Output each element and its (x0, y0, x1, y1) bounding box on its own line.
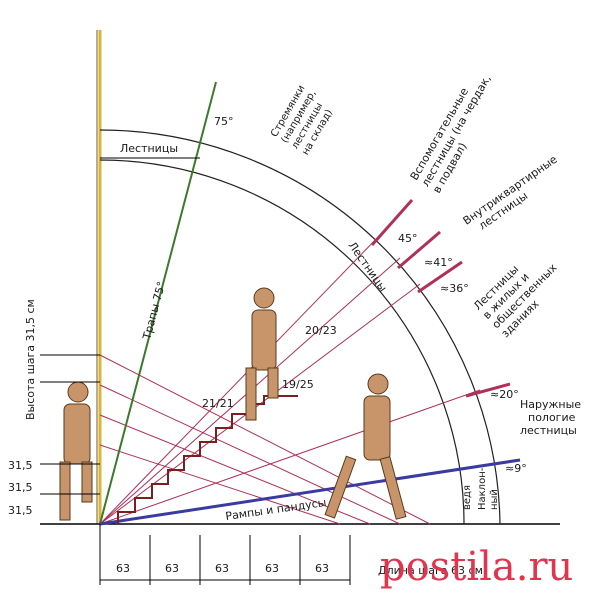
hatch-3 (99, 414, 371, 525)
angle-41: ≈41° (424, 256, 453, 269)
x-tick-1: 63 (116, 562, 130, 575)
hatch-4 (99, 444, 341, 525)
label-public: Лестницы в жилых и общественных зданиях (471, 261, 560, 340)
label-ramps: Рампы и пандусы (225, 496, 327, 523)
y-tick-3: 31,5 (8, 504, 33, 517)
angle-9: ≈9° (505, 462, 527, 475)
angle-45: 45° (398, 232, 418, 245)
marker-36 (417, 260, 463, 294)
ratio-20-23: 20/23 (305, 324, 337, 337)
angle-20: ≈20° (490, 388, 519, 401)
marker-41 (397, 230, 441, 270)
marker-45 (370, 199, 414, 246)
watermark: postila.ru (380, 544, 573, 590)
marker-20 (465, 382, 511, 398)
inner-arc (99, 159, 465, 525)
x-tick-lines (99, 524, 351, 585)
angle-lines (99, 234, 481, 525)
x-axis-label: Длина шага 63 см (378, 564, 483, 577)
hatch-2 (99, 384, 401, 525)
y-tick-1: 31,5 (8, 459, 33, 472)
outer-arc (99, 129, 501, 525)
y-tick-lines (40, 354, 100, 525)
hatch-1 (99, 354, 431, 525)
figure-right (324, 373, 407, 520)
figure-left (59, 381, 93, 521)
line-45 (99, 234, 381, 525)
slope-line-2: ный (489, 489, 500, 510)
outdoor-line-2: пологие (528, 411, 576, 424)
x-tick-5: 63 (315, 562, 329, 575)
slope-line-1: Наклон- (477, 467, 488, 510)
angle-markers (370, 199, 511, 398)
label-stepladders: Стремянки (например, лестницы на склад) (269, 83, 335, 157)
label-slope: Наклон- ный (477, 467, 500, 510)
label-intra: Внутриквартирные лестницы (461, 153, 560, 233)
ratio-19-25: 19/25 (282, 378, 314, 391)
label-ladders: Лестницы (120, 142, 178, 155)
x-tick-2: 63 (165, 562, 179, 575)
x-tick-3: 63 (215, 562, 229, 575)
line-75 (99, 81, 217, 525)
label-aux: Вспомогательные лестницы (на чердак, в п… (408, 73, 494, 196)
angle-75: 75° (214, 115, 234, 128)
ratio-21-21: 21/21 (202, 397, 234, 410)
x-tick-4: 63 (265, 562, 279, 575)
ramp-line (99, 458, 521, 526)
figures (59, 287, 407, 521)
slope-line-3: ведя (462, 485, 473, 510)
line-20 (99, 389, 481, 525)
angle-36: ≈36° (440, 282, 469, 295)
y-tick-2: 31,5 (8, 481, 33, 494)
label-ramps-steep: Трапы 75° (140, 280, 168, 342)
outdoor-line-1: Наружные (520, 398, 581, 411)
figure-middle (245, 287, 279, 421)
y-axis-label: Высота шага 31,5 см (24, 299, 37, 420)
outdoor-line-3: лестницы (520, 424, 577, 437)
intra-line-1: Внутриквартирные (461, 153, 560, 228)
